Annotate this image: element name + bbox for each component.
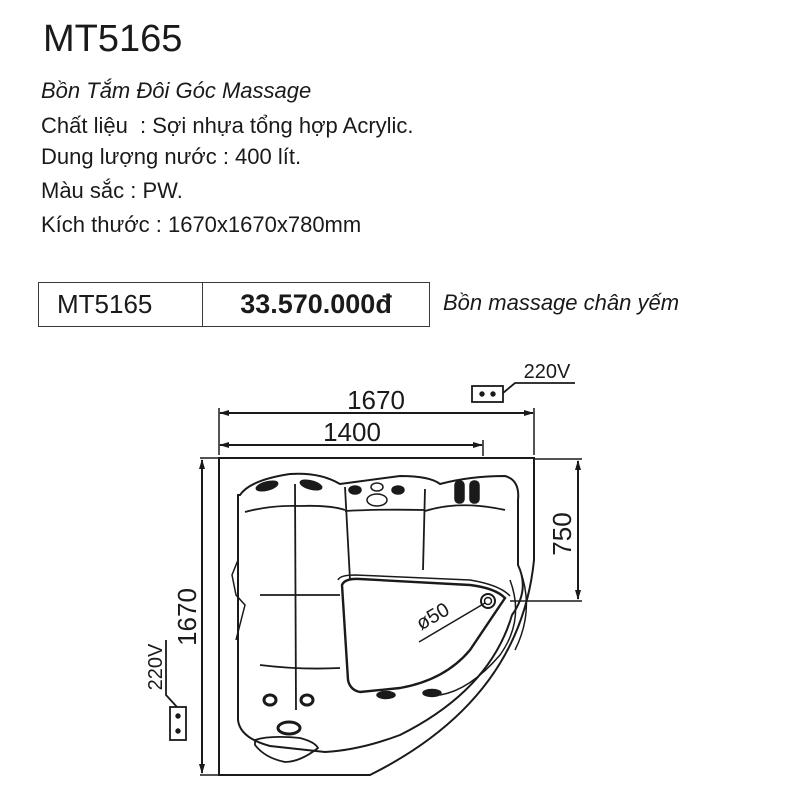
dim-label-1400: 1400: [323, 417, 381, 447]
tub-inner-rim: [237, 472, 524, 754]
dimension-width-inner: [219, 440, 484, 456]
dim-label-1670-top: 1670: [347, 385, 405, 415]
spec-material: Chất liệu : Sợi nhựa tổng hợp Acrylic.: [41, 113, 414, 138]
spec-dimensions: Kích thước : 1670x1670x780mm: [41, 212, 362, 237]
price-note: Bồn massage chân yếm: [443, 290, 680, 315]
dimension-height-total: [199, 457, 219, 776]
model-title: MT5165: [43, 18, 183, 60]
tub-outer-outline: [218, 457, 535, 776]
dim-label-1670-left: 1670: [172, 588, 202, 646]
product-name: Bồn Tắm Đôi Góc Massage: [41, 78, 312, 103]
dim-label-750: 750: [547, 512, 577, 555]
price-table-code: MT5165: [39, 283, 203, 326]
power-label-left: 220V: [145, 643, 167, 690]
power-label-top: 220V: [524, 361, 571, 383]
price-table: MT5165 33.570.000đ: [38, 282, 430, 327]
massage-jets: [255, 479, 480, 736]
drain-diameter-label: ø50: [413, 599, 454, 635]
power-socket-left: [165, 640, 187, 741]
power-socket-top: [471, 382, 575, 403]
spec-capacity: Dung lượng nước : 400 lít.: [41, 144, 302, 169]
tub-foot-well: [340, 577, 507, 694]
price-table-price: 33.570.000đ: [240, 289, 392, 319]
dimension-right-750: [510, 458, 582, 602]
spec-color: Màu sắc : PW.: [41, 178, 183, 203]
drain-icon: [480, 593, 496, 609]
